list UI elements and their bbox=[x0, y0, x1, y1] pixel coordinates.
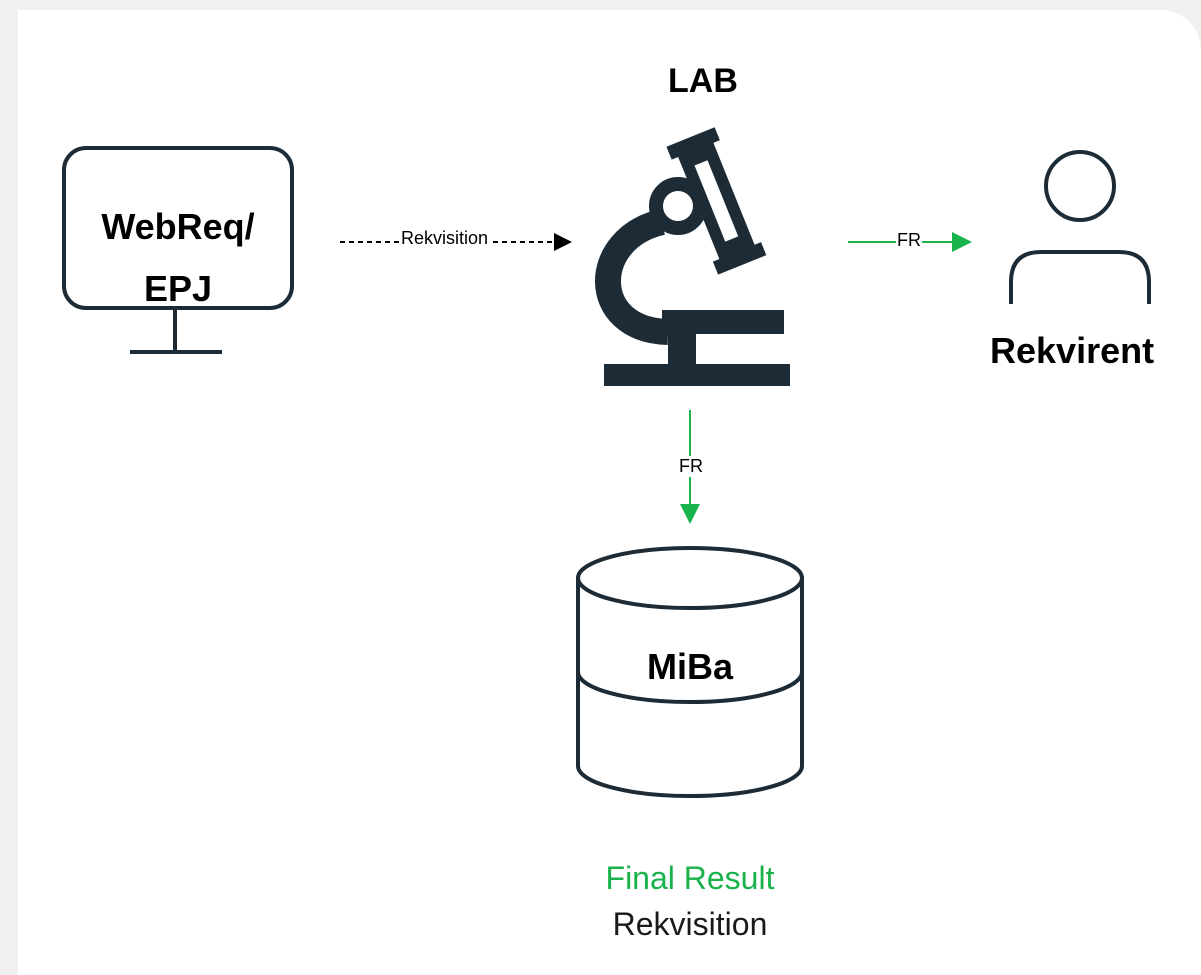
webreq-line1: WebReq/ bbox=[101, 206, 255, 247]
edge-fr-right-label: FR bbox=[896, 230, 922, 251]
database-icon bbox=[576, 546, 804, 798]
microscope-icon bbox=[595, 127, 790, 386]
legend-final-result: Final Result bbox=[605, 860, 775, 896]
webreq-epj-label: WebReq/ EPJ bbox=[64, 196, 292, 320]
person-icon bbox=[1009, 150, 1151, 304]
rekvirent-label: Rekvirent bbox=[990, 330, 1155, 371]
edge-fr-down-label: FR bbox=[678, 456, 704, 477]
monitor-icon bbox=[62, 146, 294, 354]
miba-label: MiBa bbox=[646, 646, 733, 687]
edge-rekvisition-label: Rekvisition bbox=[400, 228, 490, 249]
diagram-panel bbox=[18, 10, 1201, 975]
webreq-line2: EPJ bbox=[143, 268, 213, 309]
legend-rekvisition: Rekvisition bbox=[612, 906, 768, 942]
lab-title: LAB bbox=[668, 62, 738, 100]
